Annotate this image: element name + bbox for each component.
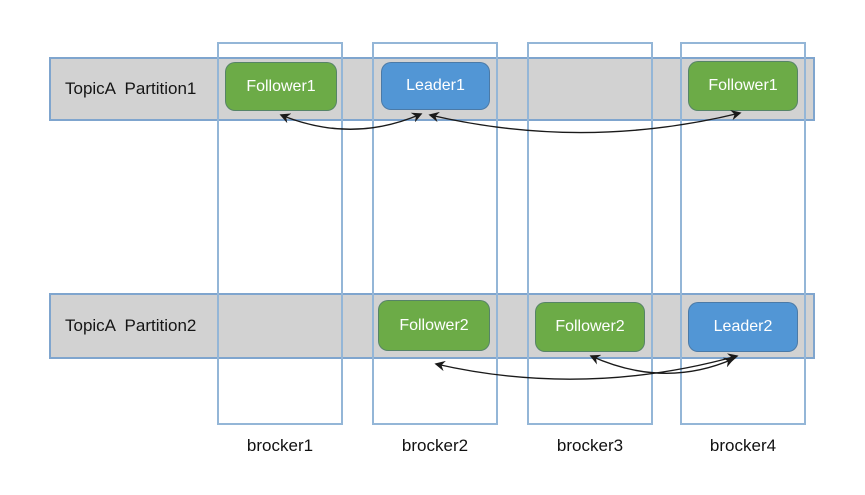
broker4-label: brocker4 — [709, 436, 777, 455]
broker4-column — [680, 42, 806, 425]
follower2-box-broker3: Follower2 — [535, 302, 645, 352]
leader2-box-broker4: Leader2 — [688, 302, 798, 352]
follower1-box-broker1: Follower1 — [225, 62, 337, 111]
broker2-label: brocker2 — [401, 436, 469, 455]
broker3-label: brocker3 — [556, 436, 624, 455]
follower1-box-broker4: Follower1 — [688, 61, 798, 111]
broker3-column — [527, 42, 653, 425]
leader1-box-broker2: Leader1 — [381, 62, 490, 110]
follower2-box-broker2: Follower2 — [378, 300, 490, 351]
broker1-column — [217, 42, 343, 425]
partition1-label: TopicA Partition1 — [65, 79, 197, 98]
broker1-label: brocker1 — [246, 436, 314, 455]
partition2-label: TopicA Partition2 — [65, 316, 197, 335]
broker2-column — [372, 42, 498, 425]
